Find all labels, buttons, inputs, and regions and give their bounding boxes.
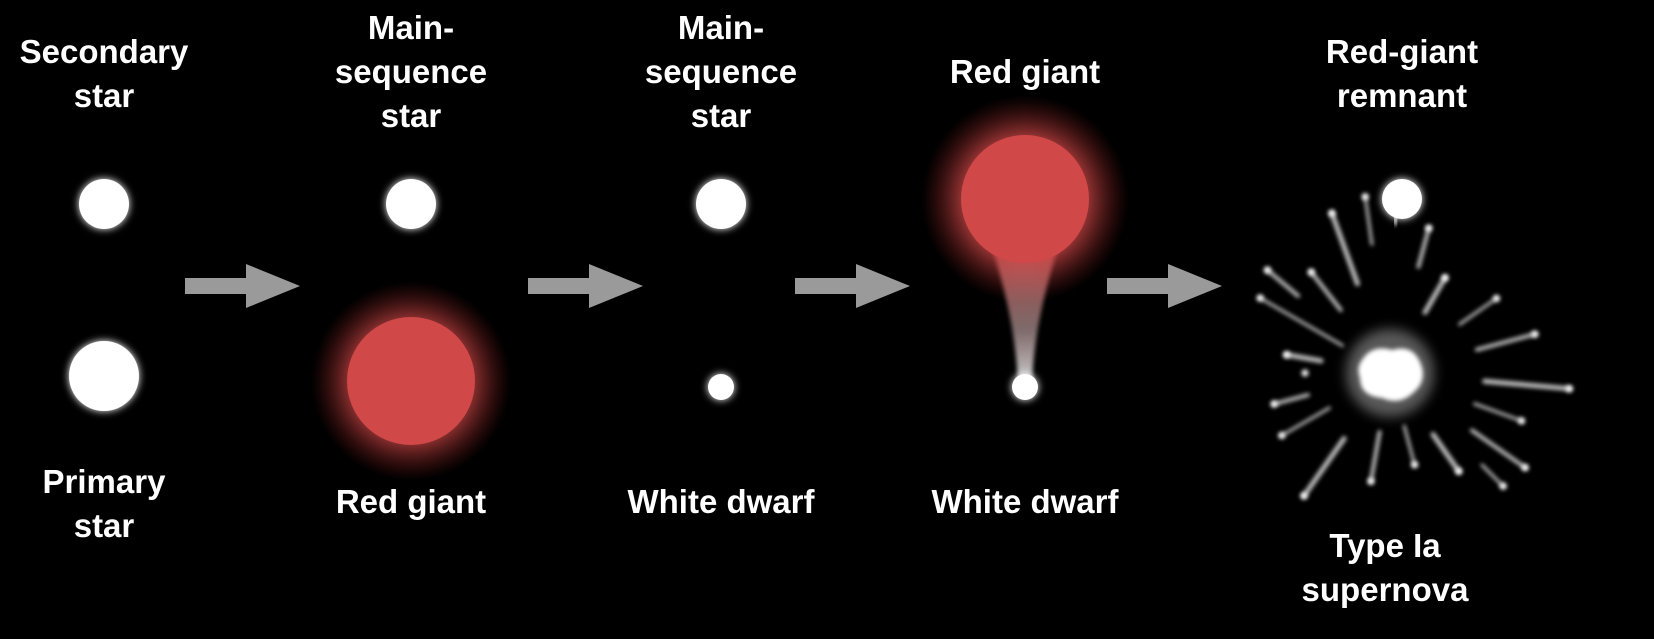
debris-ray-tip (1301, 369, 1309, 377)
debris-ray-tip (1263, 266, 1271, 274)
stage3-top-line1: Main- (677, 9, 765, 46)
debris-ray (1402, 424, 1417, 467)
stage5-top-line2: remnant (1336, 77, 1468, 114)
stage1-bottom-label: Primary star (0, 460, 224, 548)
stage3-top-label: Main- sequence star (601, 6, 841, 138)
debris-ray (1280, 406, 1331, 437)
debris-ray-tip (1492, 294, 1500, 302)
stage2-top-line1: Main- (367, 9, 455, 46)
main-sequence-star-2 (696, 179, 746, 229)
debris-ray-tip (1256, 294, 1264, 302)
debris-ray (1265, 268, 1301, 298)
debris-ray (1482, 378, 1572, 392)
debris-ray (1480, 463, 1505, 488)
main-sequence-star-1 (386, 179, 436, 229)
white-dwarf-2 (1012, 374, 1038, 400)
stage3-top-line2: sequence (644, 53, 798, 90)
debris-ray-tip (1367, 477, 1375, 485)
stage4-top-label: Red giant (905, 50, 1145, 94)
stage1-top-line2: star (73, 77, 135, 114)
stage4-bottom-line1: White dwarf (931, 483, 1119, 520)
stage3-bottom-line1: White dwarf (627, 483, 815, 520)
debris-ray (1272, 392, 1310, 407)
debris-ray-tip (1425, 224, 1433, 232)
debris-ray-tip (1531, 330, 1539, 338)
debris-ray-tip (1307, 268, 1315, 276)
stage5-bottom-line1: Type Ia (1329, 527, 1441, 564)
debris-ray (1430, 431, 1462, 474)
debris-ray-tip (1565, 385, 1573, 393)
debris-ray (1301, 436, 1347, 499)
stage5-top-label: Red-giant remnant (1282, 30, 1522, 118)
debris-ray-tip (1455, 467, 1463, 475)
debris-ray-tip (1411, 461, 1419, 469)
stage1-bottom-line2: star (73, 507, 135, 544)
arrow-2-icon (528, 264, 643, 308)
debris-ray-tip (1521, 464, 1529, 472)
debris-ray-tip (1283, 351, 1291, 359)
stage2-top-line2: sequence (334, 53, 488, 90)
debris-ray (1392, 192, 1399, 226)
supernova-debris-rays (1256, 191, 1573, 500)
debris-ray (1416, 226, 1431, 269)
debris-ray (1258, 296, 1344, 347)
debris-ray (1474, 332, 1537, 352)
stage1-top-label: Secondary star (0, 30, 224, 118)
debris-ray-tip (1270, 400, 1278, 408)
white-dwarf-1 (708, 374, 734, 400)
debris-ray-tip (1392, 191, 1400, 199)
arrow-4-icon (1107, 264, 1222, 308)
stage3-top-line3: star (690, 97, 752, 134)
red-giant-star-1 (347, 317, 475, 445)
debris-ray (1329, 210, 1361, 287)
stage4-top-line1: Red giant (949, 53, 1101, 90)
stage1-bottom-line1: Primary (42, 463, 166, 500)
debris-ray-tip (1518, 417, 1526, 425)
mass-transfer-stream (993, 250, 1057, 382)
arrow-3-icon (795, 264, 910, 308)
debris-ray (1422, 275, 1448, 315)
debris-ray (1309, 270, 1343, 312)
supernova-core (1358, 348, 1423, 401)
primary-star (69, 341, 139, 411)
debris-ray-tip (1278, 432, 1286, 439)
stage3-bottom-label: White dwarf (601, 480, 841, 524)
debris-ray (1473, 402, 1524, 423)
stage5-bottom-line2: supernova (1301, 571, 1469, 608)
debris-ray (1368, 430, 1382, 484)
stage2-top-line3: star (380, 97, 442, 134)
stage5-bottom-label: Type Ia supernova (1265, 524, 1505, 612)
debris-ray (1458, 296, 1498, 326)
debris-ray (1469, 428, 1528, 470)
arrow-1-icon (185, 264, 300, 308)
debris-ray-tip (1499, 482, 1507, 490)
debris-ray-tip (1328, 209, 1336, 217)
stage5-top-line1: Red-giant (1325, 33, 1479, 70)
stage1-top-line1: Secondary (19, 33, 189, 70)
red-giant-remnant (1382, 179, 1422, 219)
debris-ray-tip (1300, 492, 1308, 500)
debris-ray-tip (1441, 274, 1449, 282)
stage4-bottom-label: White dwarf (905, 480, 1145, 524)
debris-ray (1363, 195, 1374, 246)
stage2-bottom-line1: Red giant (335, 483, 487, 520)
stage2-bottom-label: Red giant (291, 480, 531, 524)
secondary-star (79, 179, 129, 229)
stage2-top-label: Main- sequence star (291, 6, 531, 138)
debris-ray-tip (1361, 193, 1369, 201)
red-giant-star-2 (961, 135, 1089, 263)
debris-ray (1284, 352, 1324, 364)
